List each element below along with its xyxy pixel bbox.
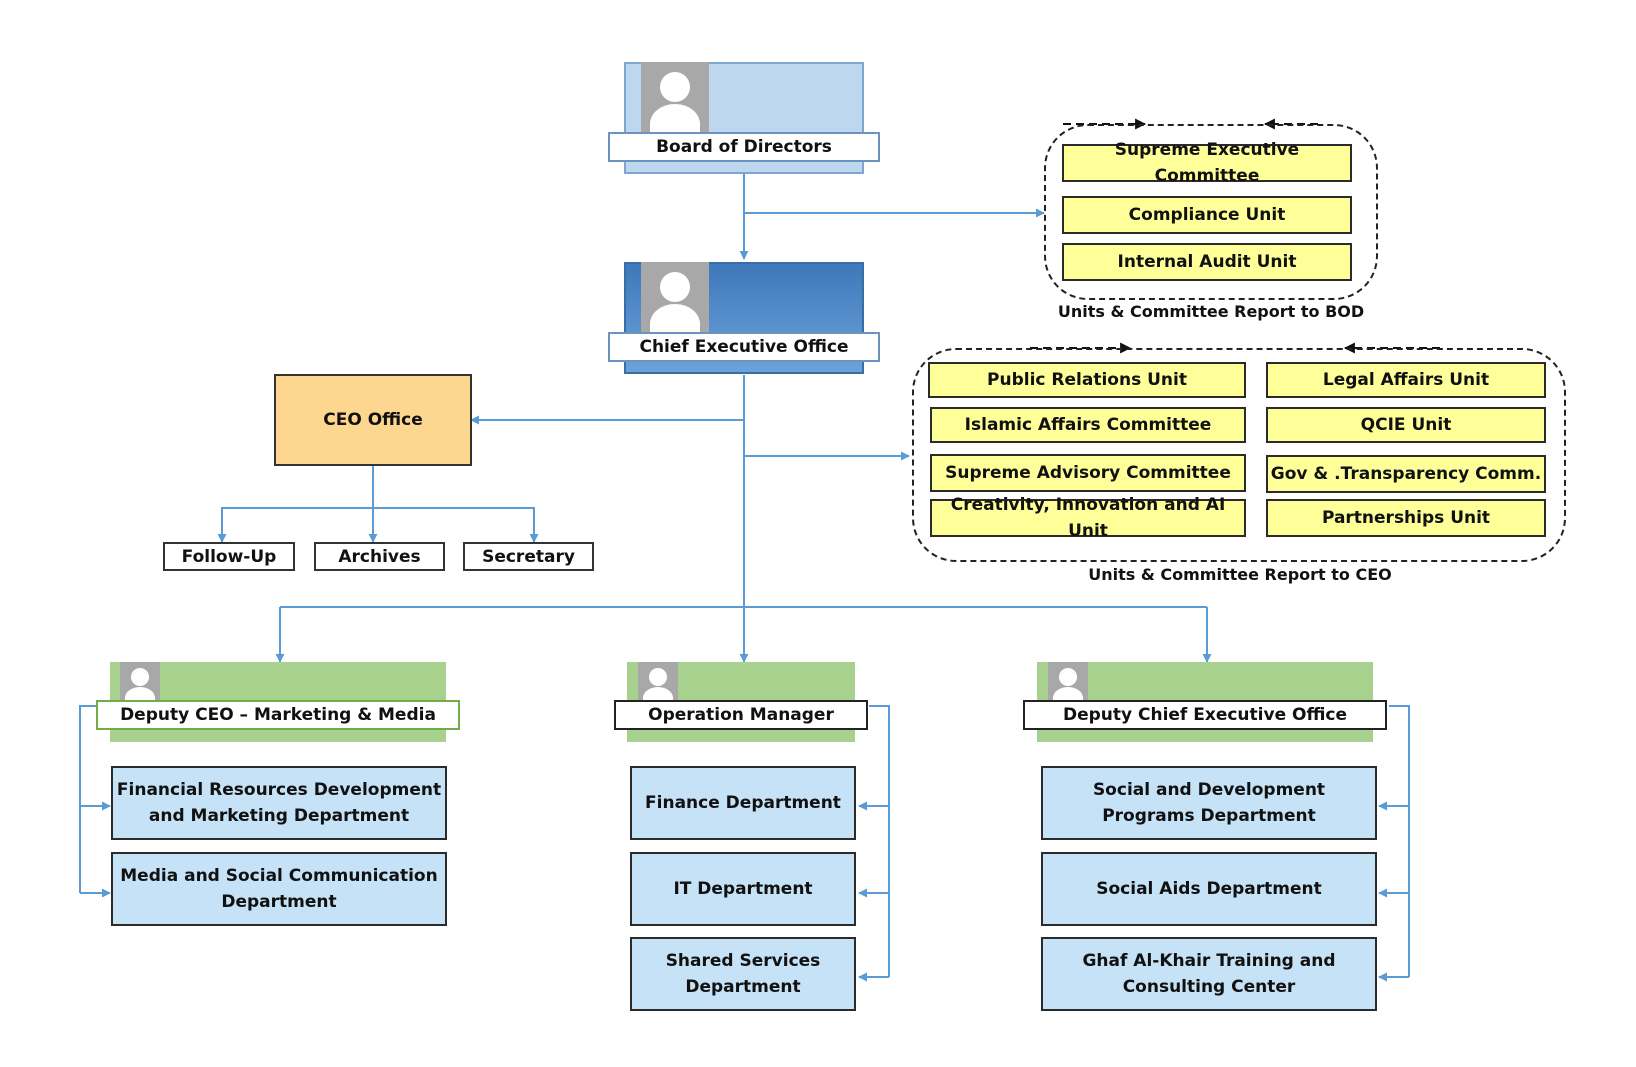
unit-left-2[interactable]: Supreme Advisory Committee [930, 454, 1246, 492]
dept-line: Department [685, 977, 801, 997]
avatar-icon [641, 262, 709, 332]
dept-line: Finance Department [645, 793, 841, 813]
dept-marketing-1[interactable]: Media and Social Communication Departmen… [111, 852, 447, 926]
unit-right-3[interactable]: Partnerships Unit [1266, 499, 1546, 537]
dept-line: Department [221, 892, 337, 912]
unit-left-0[interactable]: Public Relations Unit [928, 362, 1246, 398]
dept-line: Consulting Center [1122, 977, 1296, 997]
avatar-icon [638, 662, 678, 702]
dept-operations-2[interactable]: Shared Services Department [630, 937, 856, 1011]
dept-deputy-1[interactable]: Social Aids Department [1041, 852, 1377, 926]
ceo-office-secretary[interactable]: Secretary [463, 542, 594, 571]
division-title-operations[interactable]: Operation Manager [614, 700, 868, 730]
dept-line: Social and Development [1092, 780, 1326, 800]
dept-operations-1[interactable]: IT Department [630, 852, 856, 926]
unit-left-3[interactable]: Creativity, Innovation and AI Unit [930, 495, 1246, 541]
dept-line: Ghaf Al-Khair Training and [1082, 951, 1336, 971]
ceo-office-box[interactable]: CEO Office [274, 374, 472, 466]
avatar-icon [120, 662, 160, 702]
dept-deputy-2[interactable]: Ghaf Al-Khair Training and Consulting Ce… [1041, 937, 1377, 1011]
ceo-group-caption: Units & Committee Report to CEO [1088, 565, 1392, 584]
unit-right-1[interactable]: QCIE Unit [1266, 407, 1546, 443]
unit-supreme-executive-committee[interactable]: Supreme Executive Committee [1062, 140, 1352, 186]
dept-line: Programs Department [1102, 806, 1316, 826]
unit-left-1[interactable]: Islamic Affairs Committee [930, 407, 1246, 443]
bod-group-caption: Units & Committee Report to BOD [1057, 302, 1365, 321]
unit-right-2[interactable]: Gov & .Transparency Comm. [1266, 455, 1546, 493]
ceo-office-follow-up[interactable]: Follow-Up [163, 542, 295, 571]
unit-internal-audit[interactable]: Internal Audit Unit [1062, 243, 1352, 281]
avatar-icon [641, 62, 709, 132]
dept-line: Media and Social Communication [120, 866, 438, 886]
ceo-title[interactable]: Chief Executive Office [608, 332, 880, 362]
dept-line: Financial Resources Development [116, 780, 442, 800]
dept-line: Shared Services [665, 951, 821, 971]
ceo-office-archives[interactable]: Archives [314, 542, 445, 571]
unit-right-0[interactable]: Legal Affairs Unit [1266, 362, 1546, 398]
unit-compliance[interactable]: Compliance Unit [1062, 196, 1352, 234]
avatar-icon [1048, 662, 1088, 702]
dept-deputy-0[interactable]: Social and Development Programs Departme… [1041, 766, 1377, 840]
dept-line: and Marketing Department [148, 806, 410, 826]
bod-units-group [1044, 124, 1378, 300]
board-title[interactable]: Board of Directors [608, 132, 880, 162]
dept-line: Social Aids Department [1096, 879, 1322, 899]
dept-marketing-0[interactable]: Financial Resources Development and Mark… [111, 766, 447, 840]
division-title-marketing[interactable]: Deputy CEO – Marketing & Media [96, 700, 460, 730]
ceo-units-group [912, 348, 1566, 562]
dept-operations-0[interactable]: Finance Department [630, 766, 856, 840]
dept-line: IT Department [673, 879, 813, 899]
division-title-deputy[interactable]: Deputy Chief Executive Office [1023, 700, 1387, 730]
